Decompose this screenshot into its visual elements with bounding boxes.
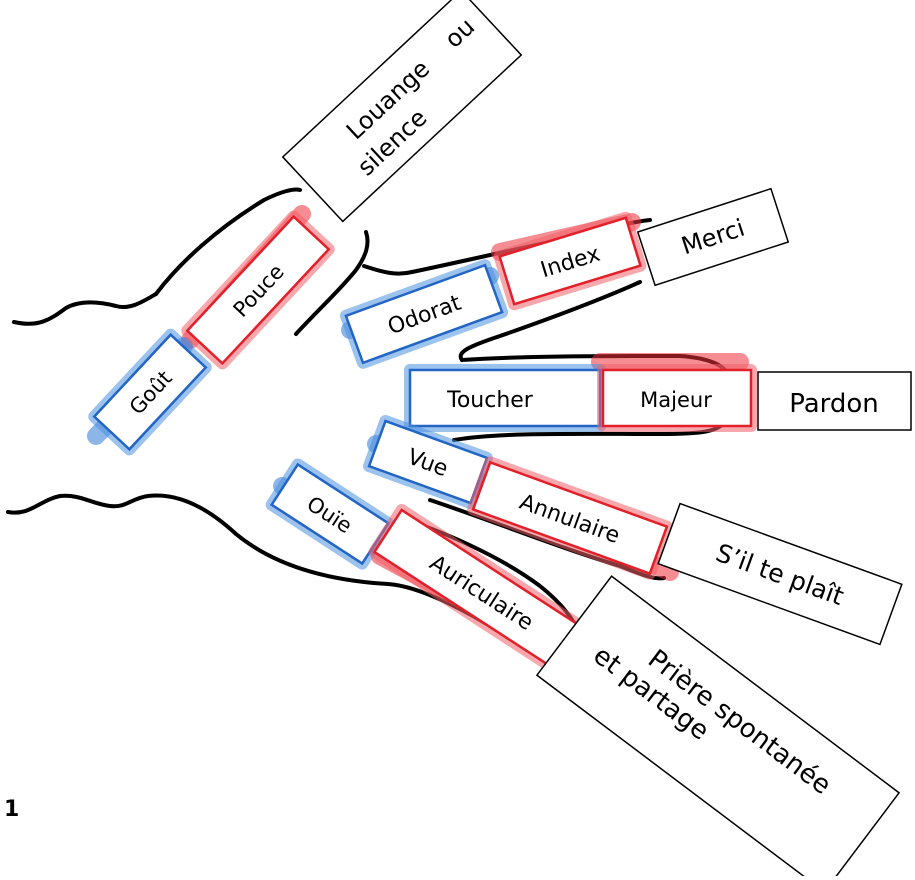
label-box-pardon: Pardon	[757, 371, 912, 431]
label-box-sil-te-plait: S’il te plaît	[657, 502, 903, 646]
wrist-top-line	[12, 292, 158, 326]
label-box-toucher: Toucher	[404, 364, 606, 432]
label-box-louange: Louange ou silence	[281, 0, 523, 223]
little-group: Ouïe Auriculaire Prière spontanée et par…	[265, 458, 901, 880]
label-box-annulaire: Annulaire	[467, 456, 673, 580]
index-base-line	[362, 264, 414, 276]
thumb-outer-line	[154, 187, 302, 296]
middle-group: Toucher Majeur Pardon	[404, 364, 912, 432]
label-box-majeur: Majeur	[597, 364, 757, 432]
label-box-odorat: Odorat	[339, 259, 509, 369]
middle-sense-label: Toucher	[446, 388, 534, 413]
label-box-gout: Goût	[88, 328, 212, 456]
label-box-index: Index	[493, 211, 647, 311]
figure-number: 1	[4, 797, 19, 822]
middle-prayer-label: Pardon	[789, 389, 879, 419]
label-box-vue: Vue	[363, 414, 493, 510]
index-bottom-line	[458, 280, 642, 362]
thumb-group: Goût Pouce Louange ou silence	[88, 0, 523, 456]
label-box-merci: Merci	[636, 187, 790, 287]
thumb-inner-line	[294, 230, 370, 336]
middle-finger-label: Majeur	[640, 388, 712, 412]
label-box-pouce: Pouce	[181, 210, 335, 370]
index-group: Odorat Index Merci	[339, 187, 790, 369]
